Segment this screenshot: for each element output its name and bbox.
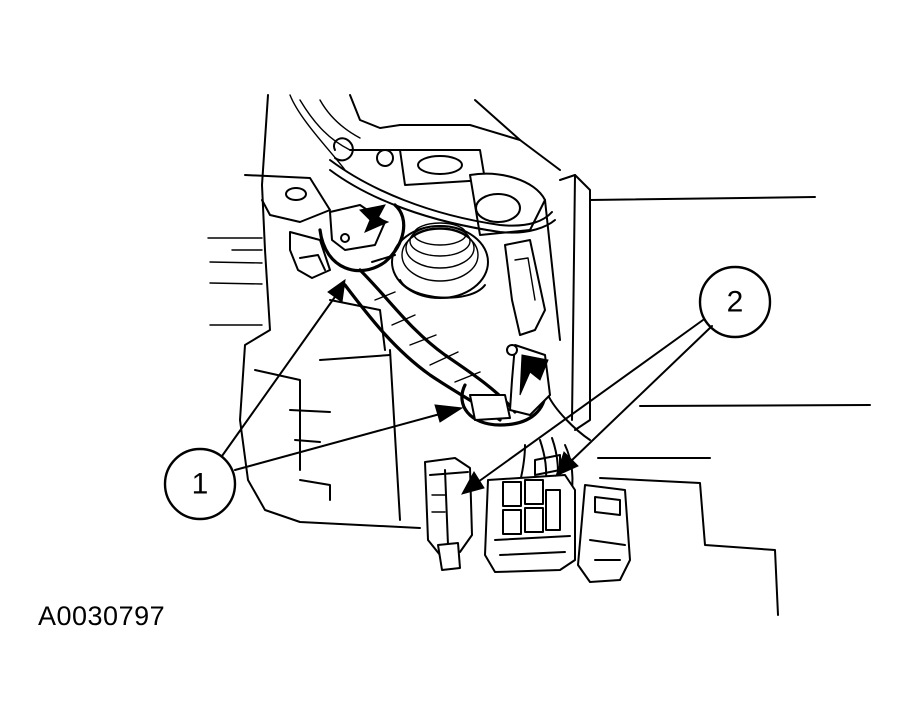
- wire-harness-illustration: [329, 137, 591, 501]
- dash-frame-illustration: [207, 94, 871, 616]
- callout-2-leader-right: [569, 325, 713, 463]
- callout-1: 1: [163, 278, 464, 521]
- electrical-connector-illustration: [424, 457, 631, 583]
- callout-2-circle: [698, 265, 772, 339]
- callout-1-leader-lower: [234, 413, 441, 471]
- callout-2-arrowhead-right: [555, 451, 579, 477]
- harness-clip-illustration: [289, 203, 551, 427]
- callout-2: 2: [460, 265, 772, 495]
- callout-1-label: 1: [192, 468, 209, 501]
- callout-2-arrowhead-left: [460, 471, 485, 495]
- figure-id-label: A0030797: [38, 601, 166, 631]
- steering-column-illustration: [371, 222, 546, 336]
- callout-1-leader-upper: [221, 293, 338, 457]
- callout-1-arrowhead-lower: [434, 404, 464, 423]
- callout-1-circle: [163, 447, 237, 521]
- callout-1-arrowhead-upper: [327, 278, 346, 303]
- callout-2-leader-left: [477, 319, 704, 483]
- callout-2-label: 2: [727, 286, 744, 319]
